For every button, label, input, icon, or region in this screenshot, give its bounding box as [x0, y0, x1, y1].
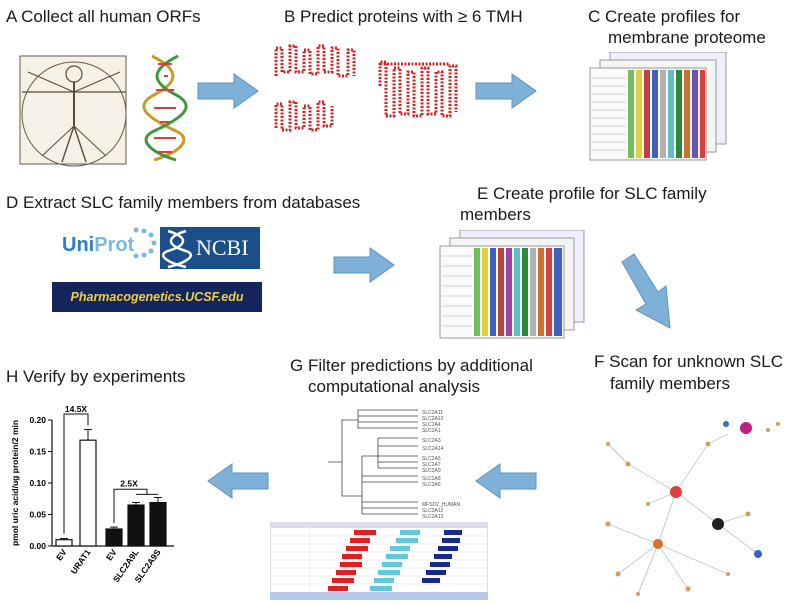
fold-change-label: 2.5X — [120, 478, 138, 488]
y-tick-label: 0.10 — [29, 478, 46, 488]
transmembrane-helix-diagrams — [274, 44, 458, 132]
tree-leaf-label: SLC2A14 — [422, 446, 444, 452]
vitruvian-man-illustration — [19, 55, 127, 167]
bar-1 — [55, 539, 73, 547]
y-tick-label: 0.05 — [29, 510, 46, 520]
uniprot-logo-uni: Uni — [62, 234, 95, 256]
bar-2 — [79, 439, 97, 547]
ncbi-helix-icon — [161, 229, 193, 269]
step-g-label-line1: G Filter predictions by additional — [290, 356, 533, 375]
step-c-label-line2: membrane proteome — [608, 28, 766, 47]
x-tick-label: EV — [54, 547, 69, 562]
tree-leaf-label: SLC2A1 — [422, 428, 441, 434]
step-h-label: H Verify by experiments — [6, 367, 186, 386]
y-tick-label: 0.15 — [29, 447, 46, 457]
uric-acid-bar-chart: 0.00 0.05 0.10 0.15 0.20 pmol uric acid/ug pr… — [10, 404, 174, 584]
tree-leaf-label: SLC2A8 — [422, 476, 441, 482]
uniprot-logo: UniProt — [62, 234, 134, 257]
tree-leaf-label: MFSD2_HUMAN — [422, 502, 460, 508]
tree-leaf-label: SLC2A7 — [422, 462, 441, 468]
slc-network-graph — [605, 421, 780, 596]
step-e-label-line1: E Create profile for SLC family — [477, 184, 707, 203]
tree-leaf-label: SLC2A9 — [422, 468, 441, 474]
arrow-a-to-b — [197, 73, 259, 109]
membrane-proteome-profiles — [589, 52, 727, 161]
y-tick-label: 0.00 — [29, 541, 46, 551]
tree-leaf-label: SLC2A12 — [422, 508, 444, 514]
arrow-g-to-h — [207, 463, 269, 499]
y-tick-label: 0.20 — [29, 415, 46, 425]
x-tick-label: URAT1 — [69, 547, 93, 576]
uniprot-logo-prot: Prot — [94, 234, 135, 256]
bar-3 — [105, 528, 123, 547]
tree-leaf-label: SLC2A4 — [422, 422, 441, 428]
arrow-d-to-e — [333, 247, 395, 283]
arrow-e-to-f — [621, 253, 671, 329]
step-g-label-line2: computational analysis — [308, 377, 480, 396]
step-a-label: A Collect all human ORFs — [6, 7, 201, 26]
y-axis-label: pmol uric acid/ug protein/2 min — [10, 420, 20, 546]
step-c-label-line1: C Create profiles for — [588, 7, 741, 26]
bar-4 — [127, 504, 145, 547]
bar-5 — [149, 501, 167, 547]
arrow-f-to-g — [475, 463, 537, 499]
tree-leaf-label: SLC2A3 — [422, 438, 441, 444]
arrow-b-to-c — [475, 73, 537, 109]
dna-helix-icon — [142, 54, 188, 162]
step-f-label-line2: family members — [610, 374, 730, 393]
step-d-label: D Extract SLC family members from databa… — [6, 193, 361, 212]
tree-leaf-label: SLC2A13 — [422, 514, 444, 520]
pharmacogenetics-logo: Pharmacogenetics.UCSF.edu — [52, 282, 262, 312]
x-tick-label: EV — [104, 547, 119, 562]
significance-bracket — [63, 413, 89, 534]
uniprot-dots-icon — [133, 227, 157, 259]
step-b-label: B Predict proteins with ≥ 6 TMH — [284, 7, 523, 26]
alignment-feature-table — [270, 522, 488, 600]
slc-family-profiles — [439, 230, 585, 339]
phylogenetic-tree: SLC2A11SLC2A10SLC2A4SLC2A1SLC2A3SLC2A14S… — [328, 409, 460, 520]
ncbi-logo: NCBI — [160, 227, 260, 269]
tree-leaf-label: SLC2A11 — [422, 410, 443, 416]
tree-leaf-label: SLC2A10 — [422, 416, 444, 422]
step-e-label-line2: members — [460, 205, 531, 224]
step-f-label-line1: F Scan for unknown SLC — [594, 352, 783, 371]
tree-leaf-label: SLC2A6 — [422, 482, 441, 488]
ncbi-logo-text: NCBI — [196, 235, 249, 260]
significance-bracket — [113, 488, 148, 523]
fold-change-label: 14.5X — [65, 404, 88, 414]
tree-leaf-label: SLC2A5 — [422, 456, 441, 462]
